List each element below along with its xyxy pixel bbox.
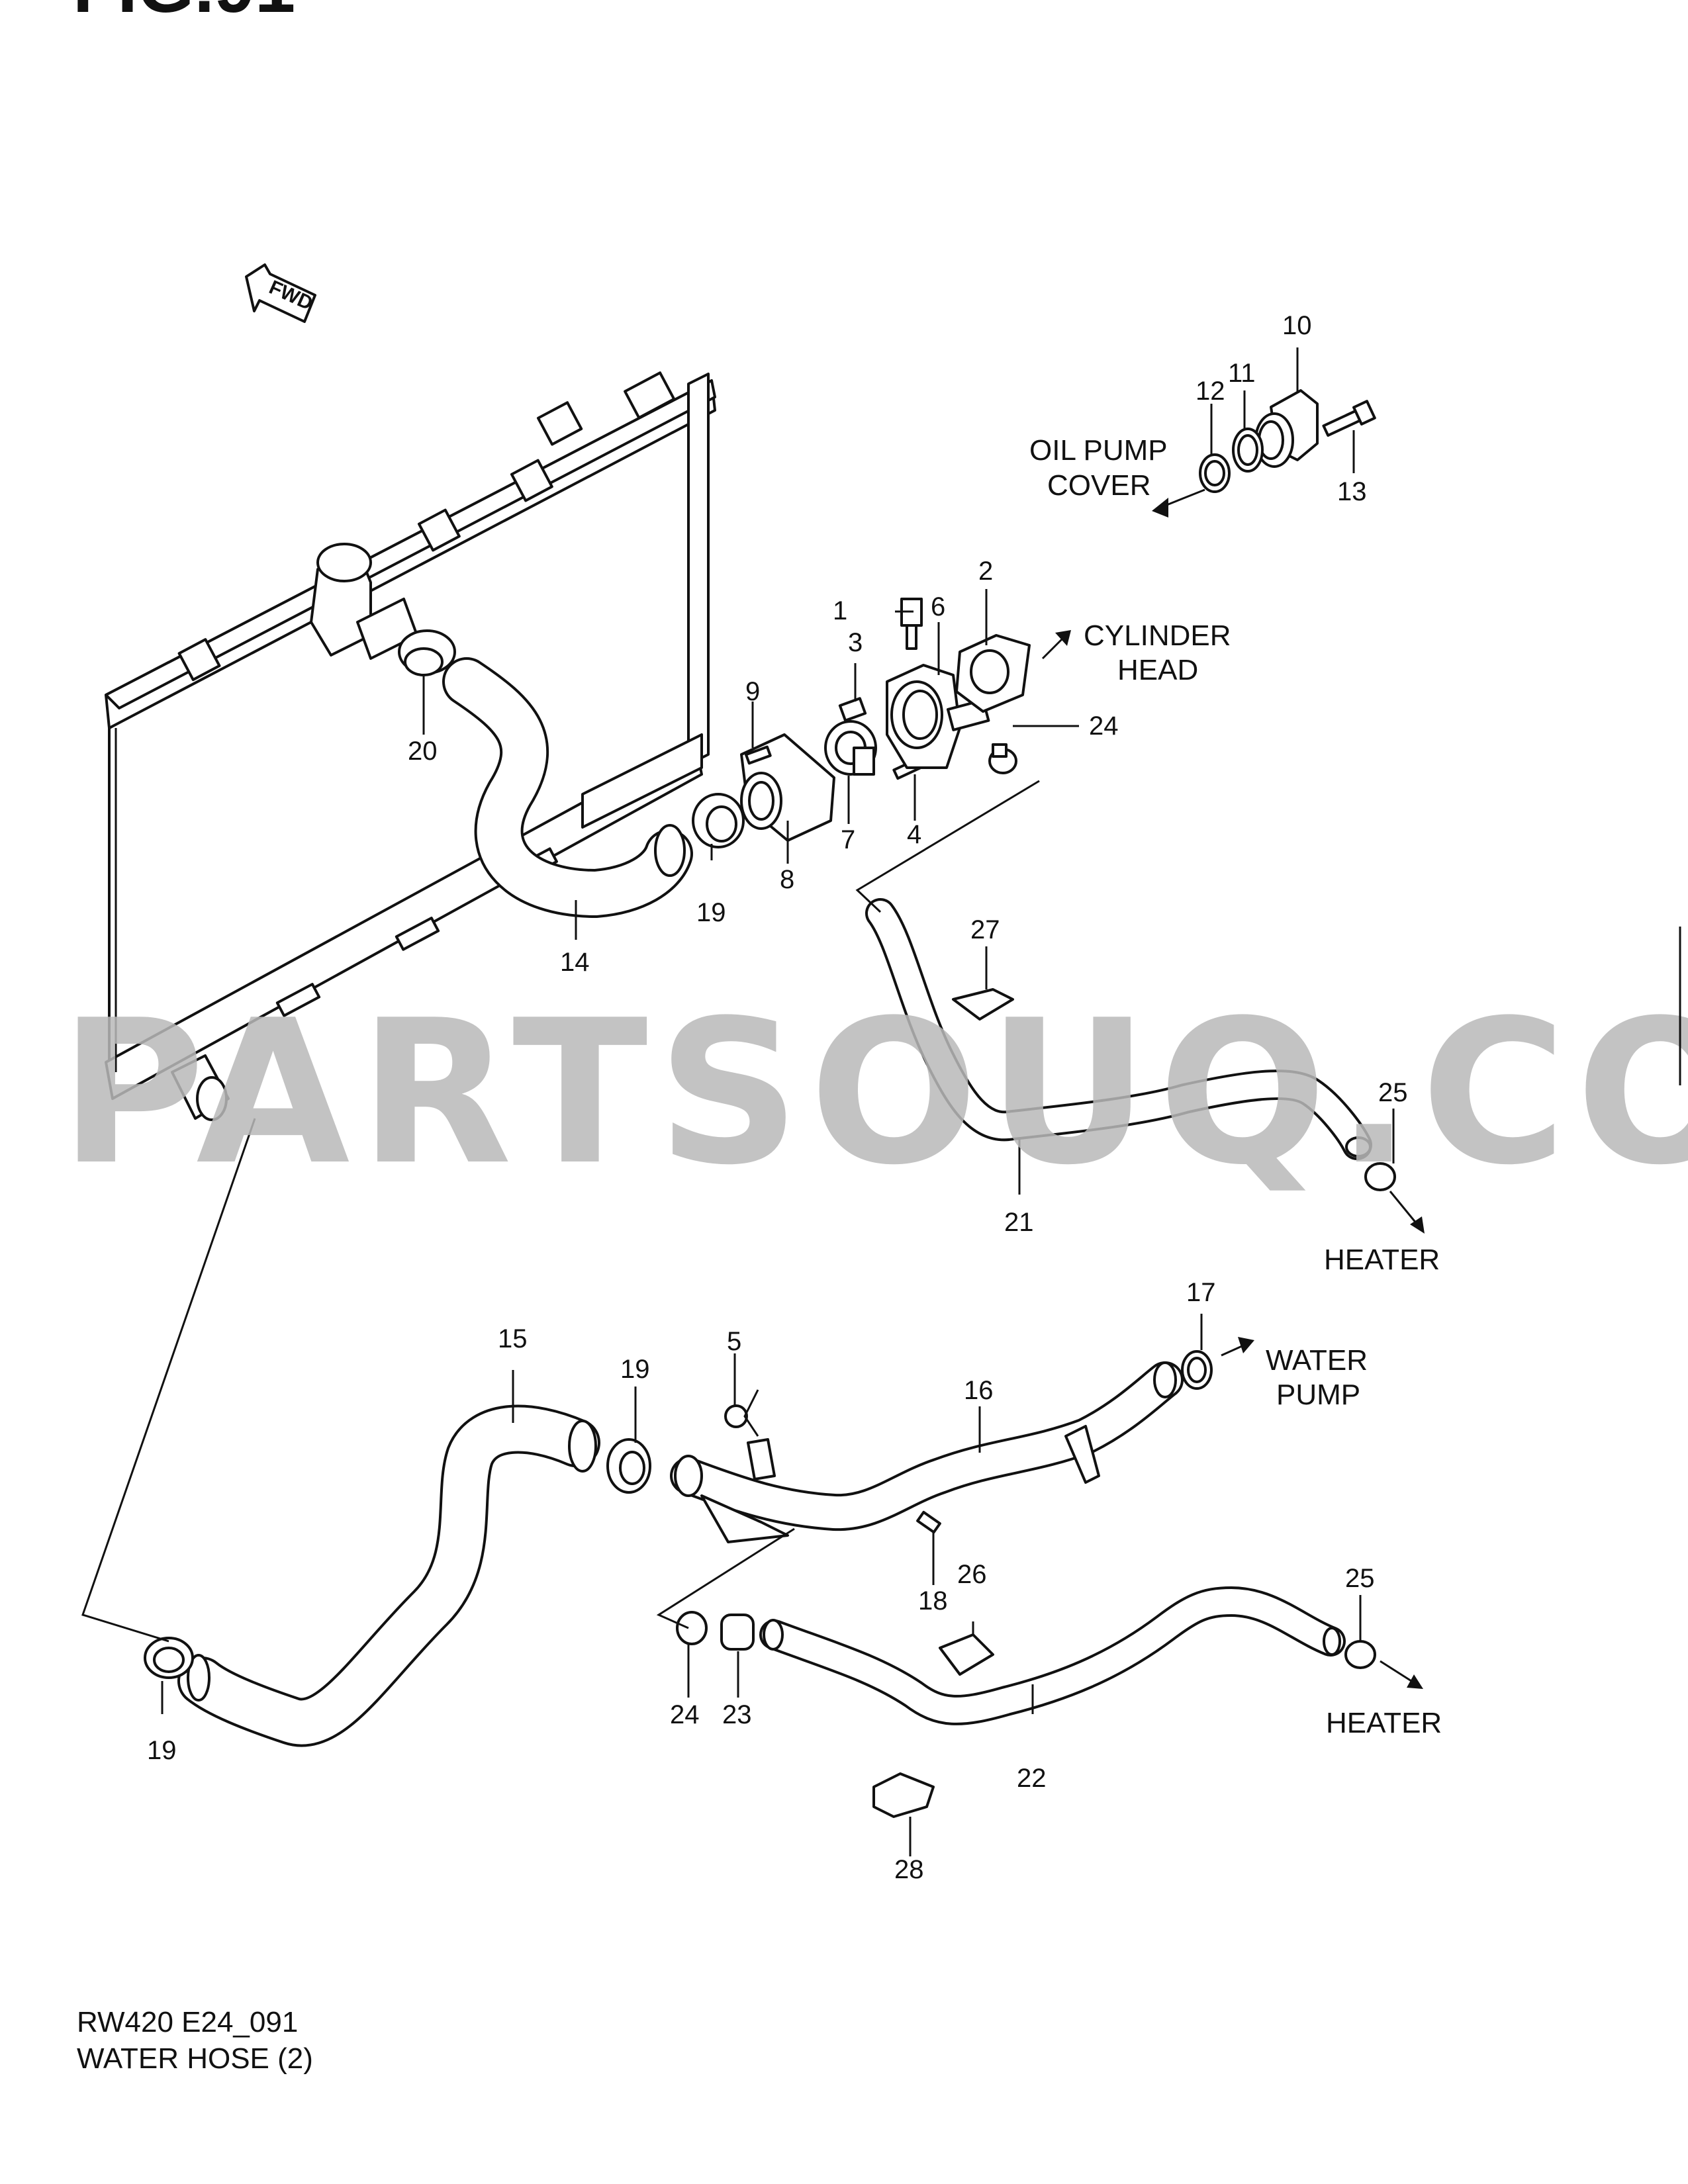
callout-oil-pump-cover-line2: COVER	[1047, 469, 1150, 502]
watermark: PARTSOUQ.COM	[60, 978, 1688, 1208]
part-label-11: 11	[1228, 359, 1256, 388]
part-label-7: 7	[841, 825, 855, 854]
direction-arrows	[1041, 488, 1425, 1689]
part-label-5: 5	[727, 1327, 741, 1356]
figure-title: FIG.91	[73, 0, 295, 28]
callout-heater-top: HEATER	[1324, 1244, 1440, 1276]
lower-radiator-hose-15	[177, 1404, 600, 1747]
part-label-25a: 25	[1378, 1078, 1408, 1107]
part-label-25b: 25	[1345, 1564, 1375, 1593]
hose-clamp-19-lower	[144, 1637, 194, 1679]
bolt-13	[1322, 400, 1376, 437]
o-ring-12	[1199, 453, 1231, 493]
part-label-27: 27	[970, 915, 1000, 944]
thermostat-7	[824, 720, 877, 776]
part-label-23: 23	[722, 1700, 752, 1729]
part-label-19a: 19	[696, 898, 726, 927]
callout-cylinder-head-line2: HEAD	[1117, 654, 1198, 686]
hose-clamp-19-upper	[692, 793, 745, 848]
hose-clamp-19-middle	[606, 1438, 651, 1494]
part-label-22: 22	[1017, 1764, 1047, 1793]
part-label-14: 14	[560, 948, 590, 977]
inlet-pipe-10	[1254, 389, 1319, 468]
part-label-24b: 24	[1089, 711, 1119, 741]
gasket-2	[955, 634, 1031, 713]
part-label-17: 17	[1186, 1278, 1216, 1307]
nut-5	[724, 1404, 748, 1428]
part-label-3: 3	[848, 628, 863, 657]
temp-sensor-1	[900, 598, 923, 650]
part-label-9: 9	[745, 677, 760, 706]
hose-clamp-24-lower	[676, 1611, 708, 1645]
part-label-19b: 19	[620, 1355, 650, 1384]
part-label-8: 8	[780, 865, 794, 894]
hose-clamp-20	[398, 629, 456, 676]
part-label-24a: 24	[670, 1700, 700, 1729]
part-label-28: 28	[894, 1855, 924, 1884]
thermostat-cap-8	[740, 733, 835, 842]
part-label-21: 21	[1004, 1208, 1034, 1237]
part-label-16: 16	[964, 1376, 994, 1405]
hose-clamp-24-upper	[988, 743, 1017, 774]
heater-hose-21	[865, 898, 1372, 1160]
part-label-12: 12	[1196, 377, 1225, 406]
o-ring-17	[1181, 1350, 1213, 1390]
connection-lines	[81, 780, 1040, 1643]
upper-radiator-hose	[442, 657, 693, 918]
part-label-10: 10	[1282, 311, 1312, 340]
bolt-3	[838, 697, 867, 722]
hose-clip-28	[872, 1772, 935, 1818]
part-label-4: 4	[907, 820, 921, 849]
thermostat-housing-6	[886, 664, 990, 769]
o-ring-11	[1232, 428, 1264, 473]
callout-cylinder-head-line1: CYLINDER	[1084, 619, 1231, 652]
diagram-title: WATER HOSE (2)	[77, 2042, 313, 2075]
part-label-15: 15	[498, 1324, 528, 1353]
part-label-6: 6	[931, 592, 945, 621]
radiator	[105, 371, 716, 1121]
hose-clamp-25-upper	[1364, 1162, 1396, 1191]
bolt-18	[916, 1510, 941, 1534]
part-label-1: 1	[833, 596, 847, 625]
part-label-20: 20	[408, 737, 438, 766]
hose-23	[720, 1614, 755, 1651]
callout-water-pump-line1: WATER	[1266, 1344, 1368, 1377]
water-pipe-16	[670, 1361, 1184, 1543]
part-label-19c: 19	[147, 1736, 177, 1765]
part-label-13: 13	[1337, 477, 1367, 506]
callout-heater-bottom: HEATER	[1326, 1707, 1442, 1739]
leader-lines	[161, 347, 1395, 1856]
callout-water-pump-line2: PUMP	[1276, 1379, 1360, 1411]
hose-clip-26	[939, 1633, 994, 1676]
fwd-arrow-icon: FWD	[245, 263, 316, 323]
part-label-26: 26	[957, 1560, 987, 1589]
heater-hose-22	[759, 1586, 1346, 1725]
part-number-labels: 1 2 3 4 5 6 7 8 9 10 11 12 13 14 15 16 1…	[147, 311, 1408, 1884]
bolt-9	[744, 745, 772, 765]
hose-clip-27	[952, 988, 1014, 1021]
callout-oil-pump-cover-line1: OIL PUMP	[1029, 434, 1168, 467]
part-label-2: 2	[978, 557, 993, 586]
part-label-18: 18	[918, 1586, 948, 1615]
diagram-code: RW420 E24_091	[77, 2006, 298, 2038]
hose-clamp-25-lower	[1344, 1640, 1376, 1669]
